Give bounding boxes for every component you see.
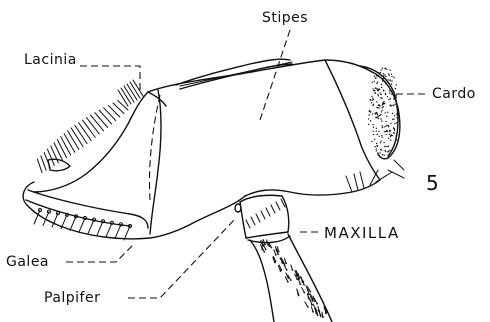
palpifer	[235, 195, 289, 238]
cardo-stippling	[368, 68, 398, 156]
figure-number: 5	[426, 171, 439, 195]
label-galea: Galea	[6, 254, 49, 270]
label-stipes: Stipes	[262, 10, 308, 26]
palp-setae	[246, 199, 328, 318]
lacinia	[34, 80, 166, 234]
label-palpifer: Palpifer	[44, 290, 100, 306]
label-maxilla: MAXILLA	[324, 224, 400, 242]
label-cardo: Cardo	[432, 86, 476, 102]
stipes-ridge	[176, 59, 292, 89]
label-lacinia: Lacinia	[24, 52, 77, 68]
stipes-setae-right	[346, 160, 404, 192]
stipes-outline	[23, 60, 400, 239]
galea	[26, 190, 148, 240]
